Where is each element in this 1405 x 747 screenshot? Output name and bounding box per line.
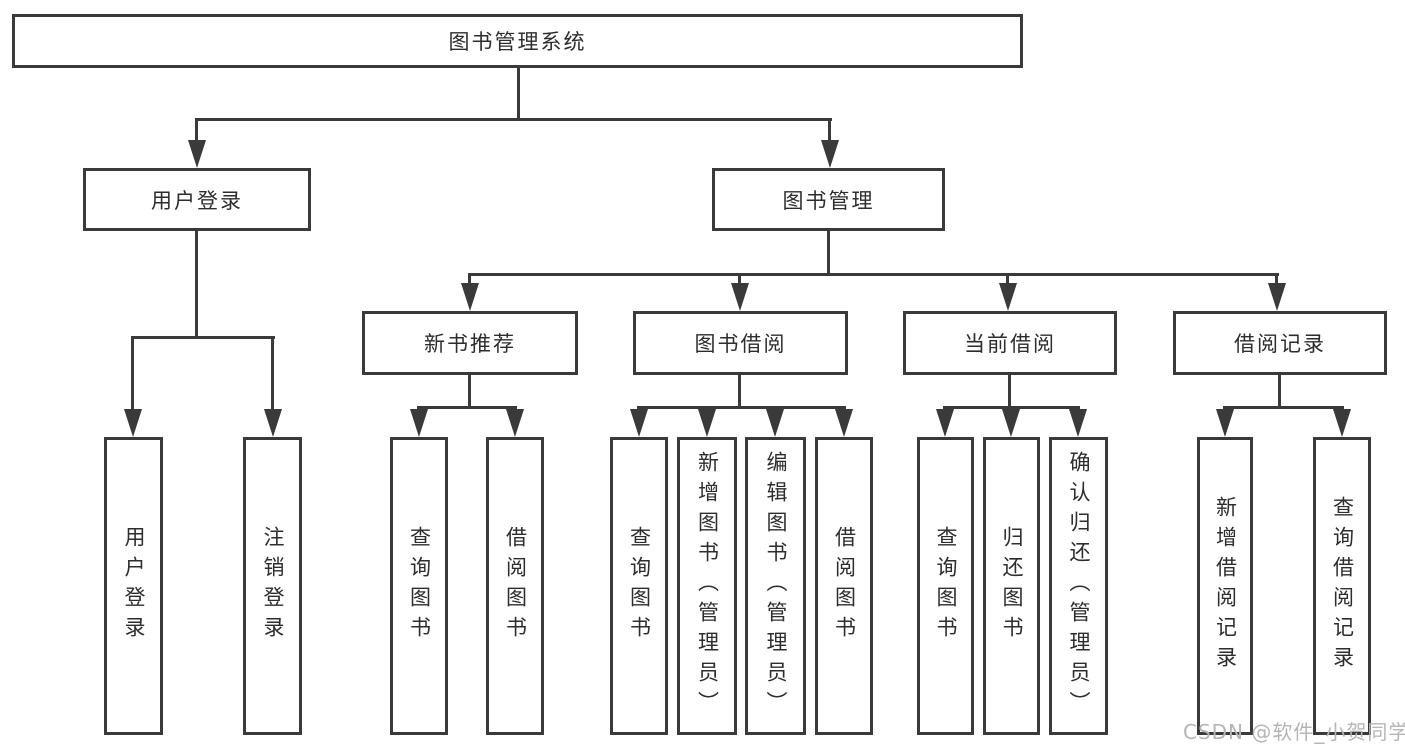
- arrowhead-user-login-icon: [188, 140, 206, 168]
- node-book-borrow-label: 图书借阅: [694, 332, 787, 356]
- connector-book-borrow-stem: [738, 373, 741, 406]
- leaf-borrow-query: 查询图书: [610, 437, 668, 735]
- arrowhead-b4-icon: [835, 409, 853, 437]
- connector-book-mgmt-stem: [827, 231, 830, 273]
- arrowhead-new-books-icon: [461, 283, 479, 311]
- node-root-label: 图书管理系统: [448, 30, 587, 54]
- arrowhead-a2-icon: [506, 409, 524, 437]
- leaf-logout: 注销登录: [243, 437, 302, 735]
- connector-borrow-records-stem: [1278, 373, 1281, 406]
- node-borrow-records-label: 借阅记录: [1234, 332, 1326, 356]
- node-root: 图书管理系统: [12, 14, 1023, 68]
- leaf-add-borrow-record: 新增借阅记录: [1197, 437, 1253, 735]
- connector-drop-book-borrow: [738, 273, 741, 288]
- leaf-return-book-label: 归还图书: [1000, 526, 1024, 646]
- leaf-query-borrow-record: 查询借阅记录: [1313, 437, 1371, 735]
- connector-root-rail: [195, 118, 832, 121]
- arrowhead-d2-icon: [1333, 409, 1351, 437]
- connector-root-stem: [517, 66, 520, 118]
- connector-new-books-stem: [468, 373, 471, 406]
- leaf-confirm-return-admin: 确认归还（管理员）: [1049, 437, 1108, 735]
- node-new-books: 新书推荐: [362, 311, 578, 375]
- node-current-borrow-label: 当前借阅: [964, 332, 1056, 356]
- leaf-current-query-label: 查询图书: [934, 526, 958, 646]
- csdn-watermark: CSDN @软件_小贺同学: [1183, 720, 1405, 744]
- arrowhead-b2-icon: [698, 409, 716, 437]
- connector-drop-user-login: [195, 118, 198, 145]
- leaf-user-login: 用户登录: [104, 437, 163, 735]
- leaf-return-book: 归还图书: [983, 437, 1040, 735]
- leaf-add-borrow-record-label: 新增借阅记录: [1213, 496, 1238, 676]
- node-current-borrow: 当前借阅: [903, 311, 1117, 375]
- connector-drop-new-books: [468, 273, 471, 288]
- leaf-confirm-return-admin-label: 确认归还（管理员）: [1067, 451, 1091, 721]
- connector-current-borrow-rail: [944, 406, 1080, 409]
- node-book-borrow: 图书借阅: [633, 311, 848, 375]
- arrowhead-current-borrow-icon: [999, 283, 1017, 311]
- connector-current-borrow-stem: [1008, 373, 1011, 406]
- node-book-mgmt: 图书管理: [712, 168, 945, 231]
- connector-drop-borrow-records: [1275, 273, 1278, 288]
- arrowhead-book-mgmt-icon: [821, 140, 839, 168]
- connector-user-login-rail: [132, 336, 275, 339]
- arrowhead-c1-icon: [936, 409, 954, 437]
- connector-user-login-stem: [195, 231, 198, 336]
- arrowhead-borrow-records-icon: [1268, 283, 1286, 311]
- connector-borrow-records-rail: [1223, 406, 1344, 409]
- connector-drop-book-mgmt: [828, 118, 831, 145]
- leaf-new-books-query: 查询图书: [390, 437, 448, 735]
- arrowhead-book-borrow-icon: [731, 283, 749, 311]
- leaf-query-borrow-record-label: 查询借阅记录: [1330, 496, 1355, 676]
- node-user-login: 用户登录: [83, 168, 311, 231]
- leaf-add-book-admin: 新增图书（管理员）: [677, 437, 737, 735]
- arrowhead-c2-icon: [1002, 409, 1020, 437]
- node-book-mgmt-label: 图书管理: [782, 188, 875, 213]
- arrowhead-a1-icon: [410, 409, 428, 437]
- node-borrow-records: 借阅记录: [1173, 311, 1387, 375]
- connector-drop-login: [131, 336, 134, 414]
- arrowhead-b1-icon: [630, 409, 648, 437]
- connector-drop-logout: [271, 336, 274, 414]
- leaf-borrow-book: 借阅图书: [815, 437, 873, 735]
- leaf-edit-book-admin-label: 编辑图书（管理员）: [764, 451, 788, 721]
- leaf-new-books-borrow: 借阅图书: [486, 437, 544, 735]
- arrowhead-logout-icon: [264, 409, 282, 437]
- node-user-login-label: 用户登录: [151, 188, 243, 213]
- leaf-borrow-book-label: 借阅图书: [832, 526, 857, 646]
- arrowhead-login-icon: [124, 409, 142, 437]
- leaf-borrow-query-label: 查询图书: [627, 526, 652, 646]
- arrowhead-d1-icon: [1216, 409, 1234, 437]
- connector-new-books-rail: [417, 406, 517, 409]
- node-new-books-label: 新书推荐: [424, 332, 516, 356]
- arrowhead-c3-icon: [1069, 409, 1087, 437]
- leaf-new-books-query-label: 查询图书: [407, 526, 432, 646]
- connector-book-mgmt-rail: [468, 273, 1279, 276]
- leaf-logout-label: 注销登录: [261, 526, 285, 646]
- connector-book-borrow-rail: [637, 406, 846, 409]
- leaf-current-query: 查询图书: [917, 437, 974, 735]
- leaf-edit-book-admin: 编辑图书（管理员）: [745, 437, 806, 735]
- connector-drop-current-borrow: [1006, 273, 1009, 288]
- leaf-user-login-label: 用户登录: [122, 526, 146, 646]
- arrowhead-b3-icon: [766, 409, 784, 437]
- leaf-add-book-admin-label: 新增图书（管理员）: [695, 451, 720, 721]
- leaf-new-books-borrow-label: 借阅图书: [503, 526, 528, 646]
